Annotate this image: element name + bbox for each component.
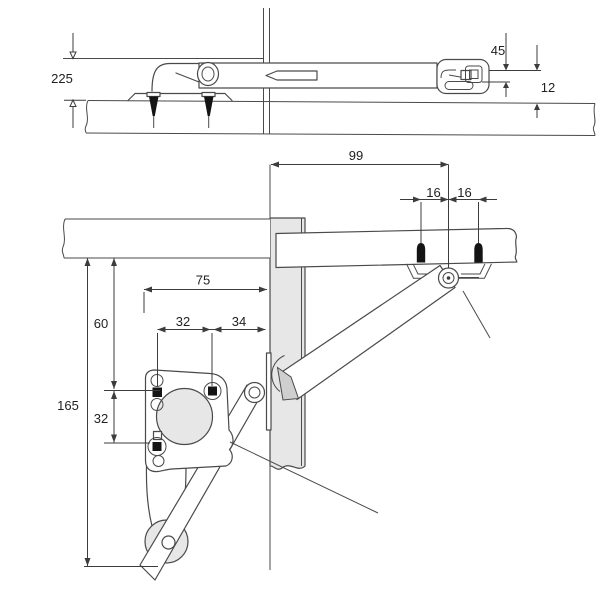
square-hole-bottom-left (152, 442, 162, 451)
dim-label-16-right: 16 (457, 185, 471, 200)
dim-label-32-h: 32 (176, 314, 190, 329)
dim-label-60: 60 (94, 316, 108, 331)
pivot-boss (155, 387, 214, 446)
small-open-square (152, 430, 163, 441)
dim-label-165: 165 (57, 398, 79, 413)
dim-32-v: 32 (94, 390, 160, 444)
dim-32-34: 32 34 (157, 314, 266, 387)
latch-hook (440, 69, 456, 79)
motion-lines (229, 290, 491, 514)
dim-16-16: 16 16 (400, 185, 497, 203)
square-hole-top-left (152, 387, 162, 397)
square-hole-top-right (208, 386, 217, 396)
dim-label-32-v: 32 (94, 411, 108, 426)
dim-label-12: 12 (541, 80, 555, 95)
arm-pivot-top-view (196, 61, 220, 87)
mount-plate-top-view (127, 92, 233, 102)
dim-label-99: 99 (349, 148, 363, 163)
dim-label-45: 45 (491, 43, 505, 58)
dim-165: 165 (57, 258, 158, 567)
dim-12: 12 (534, 45, 555, 118)
brace-anchor-wedge (276, 366, 300, 401)
square-drive-hole (465, 65, 483, 83)
board-top-view (84, 100, 596, 136)
dim-75: 75 (143, 273, 267, 313)
brace-top-pivot (437, 267, 460, 289)
folded-arm (198, 62, 438, 89)
latch-slot (444, 81, 474, 90)
arm-end-cap (436, 58, 490, 95)
bracket-hook (151, 62, 201, 92)
dim-label-34: 34 (232, 314, 246, 329)
dim-label-75: 75 (196, 273, 210, 288)
top-view-folded: 225 45 12 (51, 8, 596, 136)
left-shelf-board (61, 218, 270, 259)
wall-edge-lines-top-view (263, 8, 270, 134)
diagonal-brace (281, 264, 456, 401)
dim-99: 99 (271, 148, 449, 268)
screw-front-right (474, 243, 483, 263)
dim-label-225: 225 (51, 71, 73, 86)
front-view-mounted: 99 16 16 75 32 34 (57, 148, 518, 581)
dim-label-16-left: 16 (426, 185, 440, 200)
screw-top-view-right (201, 91, 216, 128)
wall-mount-strip (265, 352, 272, 431)
right-shelf-board (275, 227, 518, 269)
dim-225: 225 (51, 33, 77, 128)
wall-link-pivot (243, 381, 266, 404)
dim-60: 60 (94, 258, 117, 389)
screw-front-left (416, 243, 426, 263)
extension-lines (482, 70, 541, 83)
brace-anchor-arc (271, 355, 285, 392)
screw-top-view-left (146, 91, 161, 128)
screw-axis-lines (420, 202, 479, 243)
dim-45: 45 (491, 33, 509, 97)
latch-lever-line (175, 72, 200, 83)
roller-axle-hole (161, 535, 176, 550)
